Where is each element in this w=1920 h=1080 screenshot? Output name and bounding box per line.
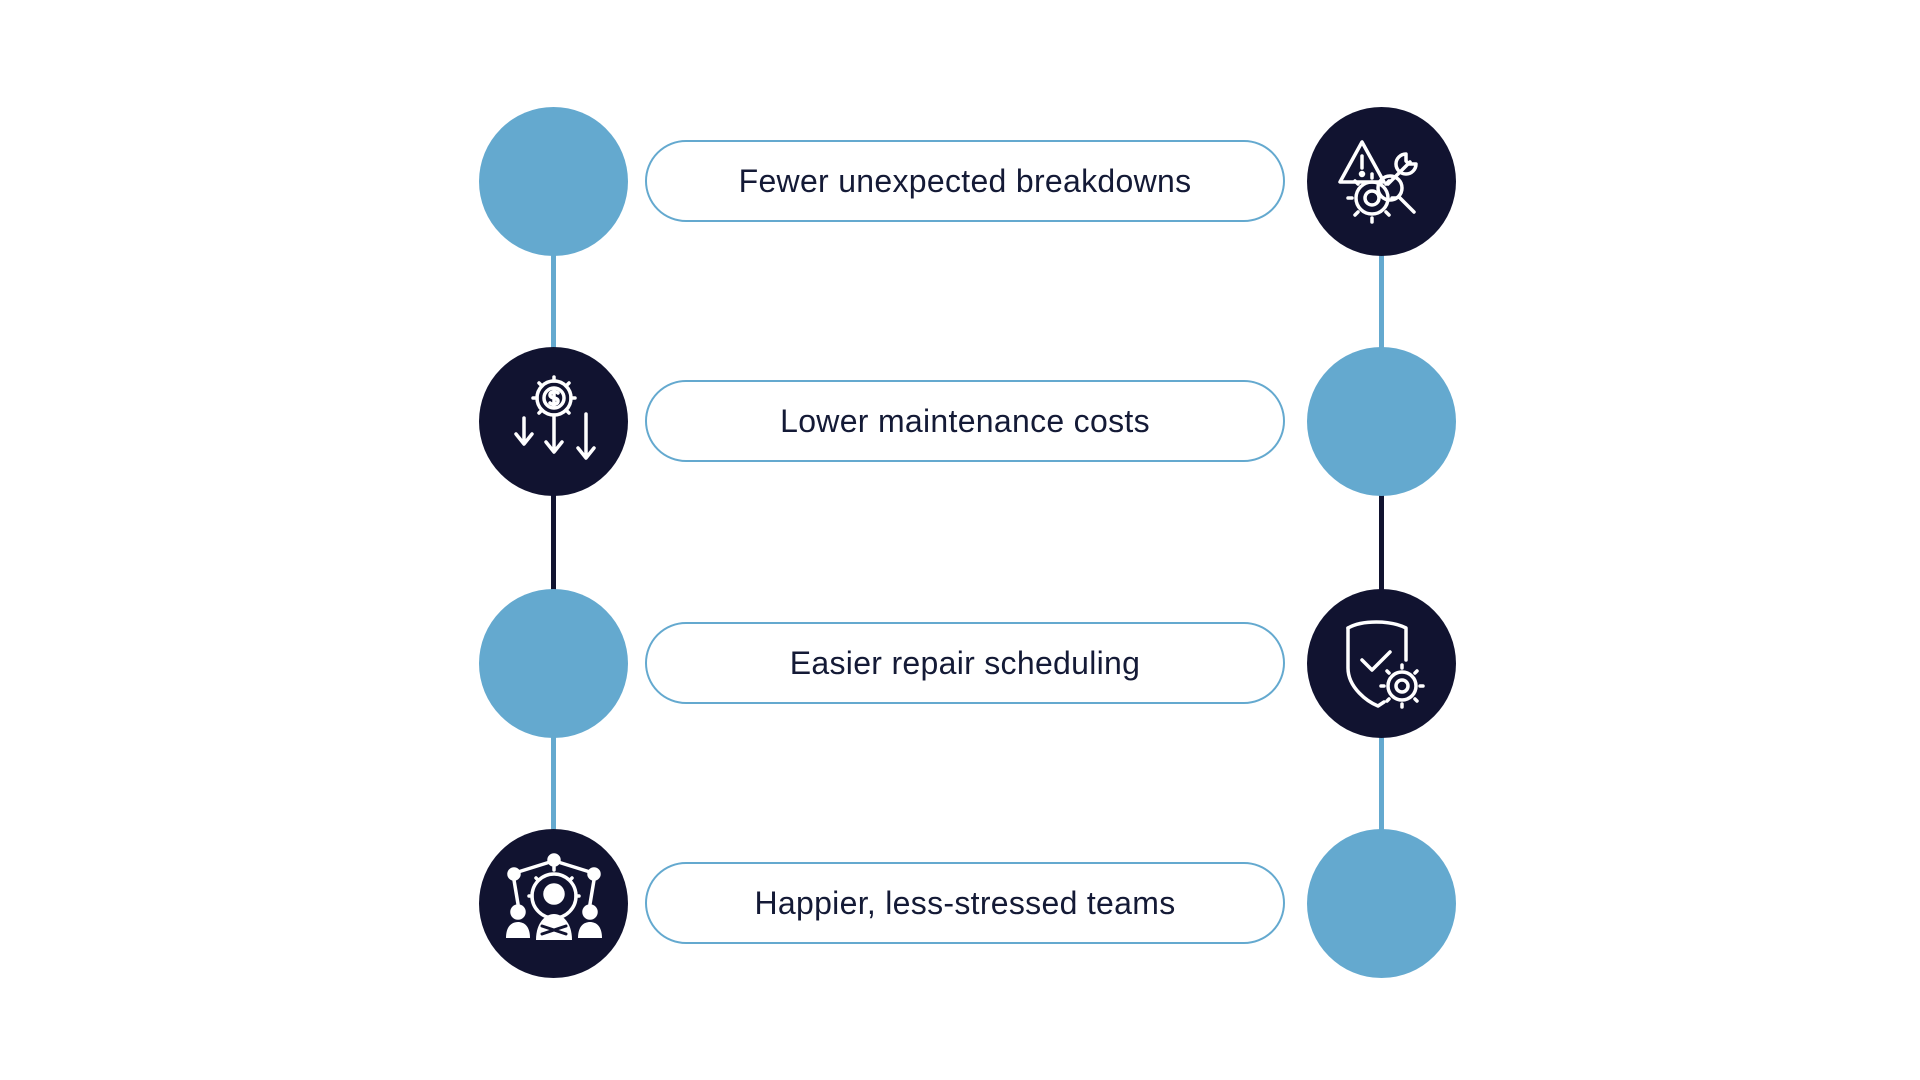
left-circle-2 [479,347,628,496]
warning-wrench-gear-icon [1337,139,1418,224]
left-connector-2 [551,495,556,595]
right-circle-4 [1307,829,1456,978]
benefit-label-4: Happier, less-stressed teams [754,884,1176,921]
cost-reduction-gear-icon [513,374,596,460]
benefit-pill-1: Fewer unexpected breakdowns [645,140,1285,222]
shield-check-gear-icon [1345,619,1425,709]
left-circle-1 [479,107,628,256]
right-circle-2 [1307,347,1456,496]
benefit-pill-4: Happier, less-stressed teams [645,862,1285,944]
right-connector-3 [1379,735,1384,835]
left-circle-3 [479,589,628,738]
benefit-pill-3: Easier repair scheduling [645,622,1285,704]
right-circle-3 [1307,589,1456,738]
benefit-pill-2: Lower maintenance costs [645,380,1285,462]
left-connector-1 [551,255,556,355]
right-connector-2 [1379,495,1384,595]
benefit-label-1: Fewer unexpected breakdowns [738,162,1192,199]
benefit-label-2: Lower maintenance costs [780,402,1150,439]
left-connector-3 [551,735,556,835]
left-circle-4 [479,829,628,978]
team-network-icon [505,852,602,940]
right-circle-1 [1307,107,1456,256]
benefit-label-3: Easier repair scheduling [789,644,1141,681]
right-connector-1 [1379,255,1384,355]
